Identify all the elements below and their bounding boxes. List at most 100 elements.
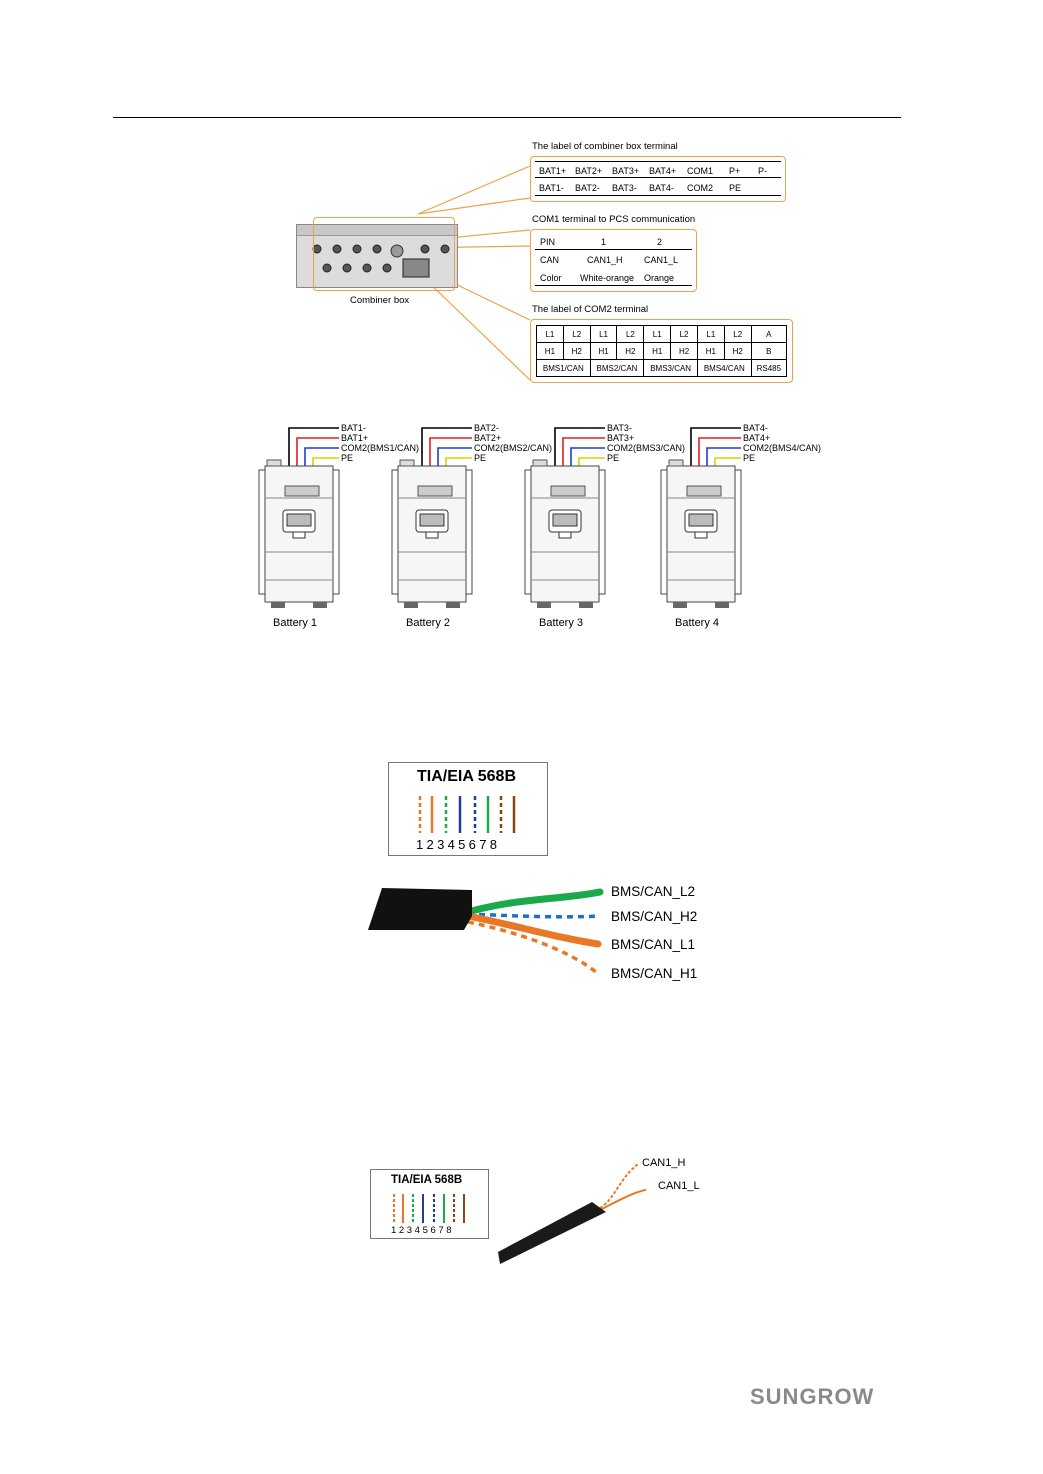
battery-unit: BAT1- BAT1+ COM2(BMS1/CAN) PE Battery 1 <box>257 422 427 637</box>
term-bat1n: BAT1- <box>539 183 564 193</box>
battery-neg-label: BAT3- <box>607 423 632 433</box>
header-rule <box>113 117 901 118</box>
com2-cell: L2 <box>723 325 752 343</box>
battery-image <box>660 427 742 608</box>
battery-neg-label: BAT1- <box>341 423 366 433</box>
pin-number: 7 <box>479 837 490 852</box>
combiner-highlight <box>313 217 455 291</box>
com2-cell: BMS1/CAN <box>536 359 591 377</box>
tia-wire-colors <box>418 796 516 833</box>
term-bat4n: BAT4- <box>649 183 674 193</box>
com2-cell: H1 <box>589 342 618 360</box>
com2-cell: H1 <box>696 342 725 360</box>
com2-cell: L2 <box>670 325 698 343</box>
battery-com-label: COM2(BMS1/CAN) <box>341 443 420 453</box>
term-pn: P- <box>758 166 767 176</box>
tia-title-small: TIA/EIA 568B <box>391 1174 463 1186</box>
combiner-box-caption: Combiner box <box>350 295 410 306</box>
com1-pin-label: PIN <box>540 237 556 247</box>
com2-cell: H2 <box>670 342 698 360</box>
com1-box: PIN 1 2 CAN CAN1_H CAN1_L Color White-or… <box>530 229 697 292</box>
com1-can-l: CAN1_L <box>644 255 679 265</box>
battery-image <box>391 427 473 608</box>
battery-image <box>524 427 606 608</box>
com2-cell: BMS4/CAN <box>696 359 752 377</box>
pin-number: 8 <box>489 837 501 852</box>
com2-cell: L1 <box>643 325 672 343</box>
com1-can-h: CAN1_H <box>587 255 623 265</box>
com2-cell: H1 <box>643 342 672 360</box>
battery-pe-label: PE <box>743 453 756 463</box>
battery-neg-label: BAT2- <box>474 423 499 433</box>
term-bat2p: BAT2+ <box>575 166 603 176</box>
battery-unit: BAT2- BAT2+ COM2(BMS2/CAN) PE Battery 2 <box>390 422 560 637</box>
term-bat2n: BAT2- <box>575 183 600 193</box>
tia-wire-colors-small <box>393 1194 465 1223</box>
pin-number: 5 <box>422 1225 431 1236</box>
wire-label-h1: BMS/CAN_H1 <box>611 966 698 981</box>
com2-cell: H2 <box>562 342 591 360</box>
tia-pin-numbers-small: 12345678 <box>391 1225 454 1236</box>
wire-label-l1: BMS/CAN_L1 <box>611 937 696 952</box>
term-pe: PE <box>729 183 742 193</box>
com1-color-label: Color <box>540 273 562 283</box>
com1-color-2: Orange <box>644 273 675 283</box>
battery-image <box>258 427 340 608</box>
tia-pin-numbers: 12345678 <box>416 837 500 852</box>
battery-pe-label: PE <box>341 453 354 463</box>
com2-cell: BMS3/CAN <box>643 359 698 377</box>
com2-cell: L1 <box>536 325 564 343</box>
com2-cell: L2 <box>616 325 645 343</box>
wire-label-can1-l: CAN1_L <box>658 1180 700 1192</box>
term-com1: COM1 <box>687 166 714 176</box>
battery-pos-label: BAT2+ <box>474 433 502 443</box>
pin-number: 3 <box>406 1225 415 1236</box>
battery-com-label: COM2(BMS2/CAN) <box>474 443 553 453</box>
battery-com-label: COM2(BMS3/CAN) <box>607 443 686 453</box>
com2-cell: L2 <box>562 325 591 343</box>
pin-number: 6 <box>468 837 480 852</box>
com2-cell: L1 <box>696 325 725 343</box>
battery-neg-label: BAT4- <box>743 423 768 433</box>
com2-cell: A <box>750 325 788 343</box>
pin-number: 1 <box>391 1225 399 1236</box>
sungrow-logo: SUNGROW <box>750 1384 875 1409</box>
term-com2: COM2 <box>687 183 714 193</box>
pin-number: 8 <box>446 1225 455 1236</box>
bms-cable-image <box>368 888 604 974</box>
battery-pos-label: BAT1+ <box>341 433 369 443</box>
term-bat1p: BAT1+ <box>539 166 567 176</box>
com2-title: The label of COM2 terminal <box>532 304 649 315</box>
com1-pin-2: 2 <box>657 237 663 247</box>
pin-number: 2 <box>426 837 438 852</box>
combiner-box-image <box>296 224 458 288</box>
combiner-label-title: The label of combiner box terminal <box>532 141 678 152</box>
wire-label-l2: BMS/CAN_L2 <box>611 884 696 899</box>
pin-number: 7 <box>438 1225 447 1236</box>
com2-cell: H1 <box>536 342 564 360</box>
term-bat4p: BAT4+ <box>649 166 677 176</box>
com1-title: COM1 terminal to PCS communication <box>532 214 696 225</box>
com2-cell: H2 <box>616 342 645 360</box>
com2-cell: RS485 <box>750 359 788 377</box>
battery-caption: Battery 1 <box>273 617 318 629</box>
term-pp: P+ <box>729 166 741 176</box>
battery-caption: Battery 4 <box>675 617 720 629</box>
pin-number: 1 <box>416 837 427 852</box>
combiner-label-box: BAT1+ BAT2+ BAT3+ BAT4+ COM1 P+ P- BAT1-… <box>530 156 786 202</box>
battery-pos-label: BAT4+ <box>743 433 771 443</box>
battery-caption: Battery 3 <box>539 617 584 629</box>
com2-cell: L1 <box>589 325 618 343</box>
tia-568b-card-large: TIA/EIA 568B 12345678 <box>388 762 548 856</box>
battery-pos-label: BAT3+ <box>607 433 635 443</box>
com2-table: L1 L2 L1 L2 L1 L2 L1 L2 A H1 H2 H1 H2 H1… <box>536 325 788 377</box>
pin-number: 4 <box>414 1225 423 1236</box>
pin-number: 5 <box>458 837 469 852</box>
com1-color-1: White-orange <box>580 273 635 283</box>
com1-pin-1: 1 <box>601 237 607 247</box>
pin-number: 2 <box>398 1225 407 1236</box>
com2-box: L1 L2 L1 L2 L1 L2 L1 L2 A H1 H2 H1 H2 H1… <box>530 319 793 383</box>
term-bat3p: BAT3+ <box>612 166 640 176</box>
battery-pe-label: PE <box>474 453 487 463</box>
battery-unit: BAT3- BAT3+ COM2(BMS3/CAN) PE Battery 3 <box>523 422 693 637</box>
